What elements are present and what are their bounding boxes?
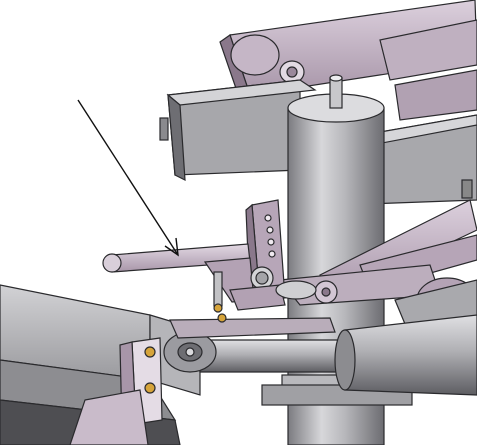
brass-bolt-top xyxy=(144,346,156,358)
upper-box-beam xyxy=(159,79,317,182)
annotation-arrow xyxy=(77,99,179,257)
upper-arm-frame xyxy=(219,0,477,121)
mounting-plate xyxy=(69,337,163,445)
brass-bolt-bottom xyxy=(144,382,156,394)
small-gear xyxy=(213,266,317,323)
hydraulic-cylinder xyxy=(163,314,477,396)
